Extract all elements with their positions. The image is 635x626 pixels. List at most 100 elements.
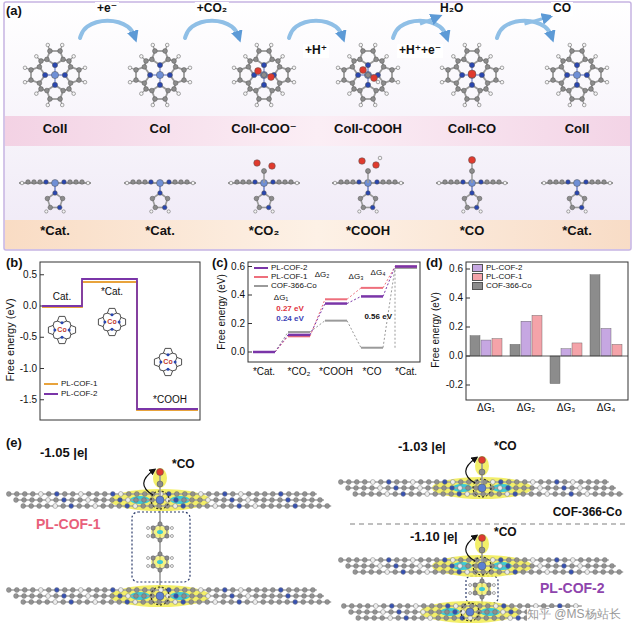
figure-label: *Cat. (395, 366, 417, 378)
atom (150, 196, 155, 201)
atom (466, 486, 471, 491)
charge-density (157, 482, 163, 486)
atom (277, 504, 282, 509)
atom (500, 80, 504, 84)
atom (455, 180, 460, 185)
atom (366, 191, 371, 196)
atom (167, 353, 170, 356)
atom (177, 55, 181, 59)
atom (248, 59, 253, 64)
atom (409, 570, 414, 575)
atom (373, 103, 377, 107)
bond (173, 369, 176, 371)
bar (561, 349, 571, 356)
atom (254, 196, 259, 201)
bond (121, 325, 126, 327)
bond (466, 327, 470, 328)
atom (446, 78, 451, 83)
edge-label: +H⁺ (303, 44, 329, 58)
atom (530, 486, 535, 491)
atom (94, 594, 99, 599)
atom (401, 570, 406, 575)
legend-text: PL-COF-1 (271, 273, 307, 282)
bond (154, 365, 159, 367)
atom (546, 564, 551, 569)
atom (110, 492, 115, 497)
atom (86, 594, 91, 599)
atom (350, 81, 355, 86)
atom (29, 68, 34, 73)
atom (310, 588, 315, 593)
atom (345, 180, 350, 185)
atom (497, 570, 502, 575)
tick-label: 0.4 (231, 289, 245, 301)
atom (362, 558, 367, 563)
atom (292, 66, 296, 70)
energy-profile (42, 279, 198, 409)
atom (22, 594, 27, 599)
atom (453, 610, 458, 615)
atom (594, 564, 599, 569)
atom (61, 336, 64, 339)
atom (142, 81, 147, 86)
bond (171, 348, 173, 353)
figure-label: ΔG₃ (349, 272, 364, 281)
atom (198, 588, 203, 593)
atom (378, 564, 383, 569)
atom (468, 70, 476, 78)
atom (578, 480, 583, 485)
figure-label: *CO (363, 366, 382, 378)
atom (449, 492, 454, 497)
atom (134, 588, 139, 593)
atom (85, 504, 90, 509)
bar (521, 321, 531, 356)
energy-level (361, 287, 383, 289)
bond (115, 308, 117, 313)
atom (125, 181, 129, 185)
transfer-arrow (466, 536, 476, 561)
atom (35, 92, 39, 96)
atom (246, 588, 251, 593)
atom (492, 584, 495, 587)
atom (257, 49, 262, 54)
atom (353, 492, 358, 497)
atom (450, 558, 455, 563)
atom (470, 169, 475, 174)
atom (429, 604, 434, 609)
atom (278, 498, 283, 503)
bond (117, 313, 120, 315)
bond (67, 337, 70, 339)
atom (566, 180, 571, 185)
energy-level (288, 335, 310, 337)
atom (198, 594, 203, 599)
atom (537, 492, 542, 497)
level-connector (275, 336, 288, 352)
charge-density (151, 556, 169, 568)
atom (338, 480, 343, 485)
atom (508, 616, 513, 621)
atom (485, 604, 490, 609)
figure-label: *CO (494, 526, 517, 540)
atom (93, 600, 98, 605)
atom (593, 570, 598, 575)
atom (514, 558, 519, 563)
co-adsorbate (144, 468, 167, 496)
atom (590, 65, 595, 70)
atom (583, 88, 588, 93)
atom (358, 57, 363, 62)
atom (352, 87, 357, 92)
atom (481, 570, 486, 575)
atom (163, 49, 168, 54)
atom (561, 492, 566, 497)
atom (538, 480, 543, 485)
porphyrin-top-view (336, 43, 400, 107)
atom (22, 492, 27, 497)
atom (440, 80, 444, 84)
state-label: CoI (150, 122, 171, 137)
atom (608, 181, 612, 185)
energy-level (325, 320, 347, 322)
atom (83, 80, 87, 84)
atom (142, 594, 147, 599)
atom (480, 579, 484, 583)
atom (542, 181, 546, 185)
